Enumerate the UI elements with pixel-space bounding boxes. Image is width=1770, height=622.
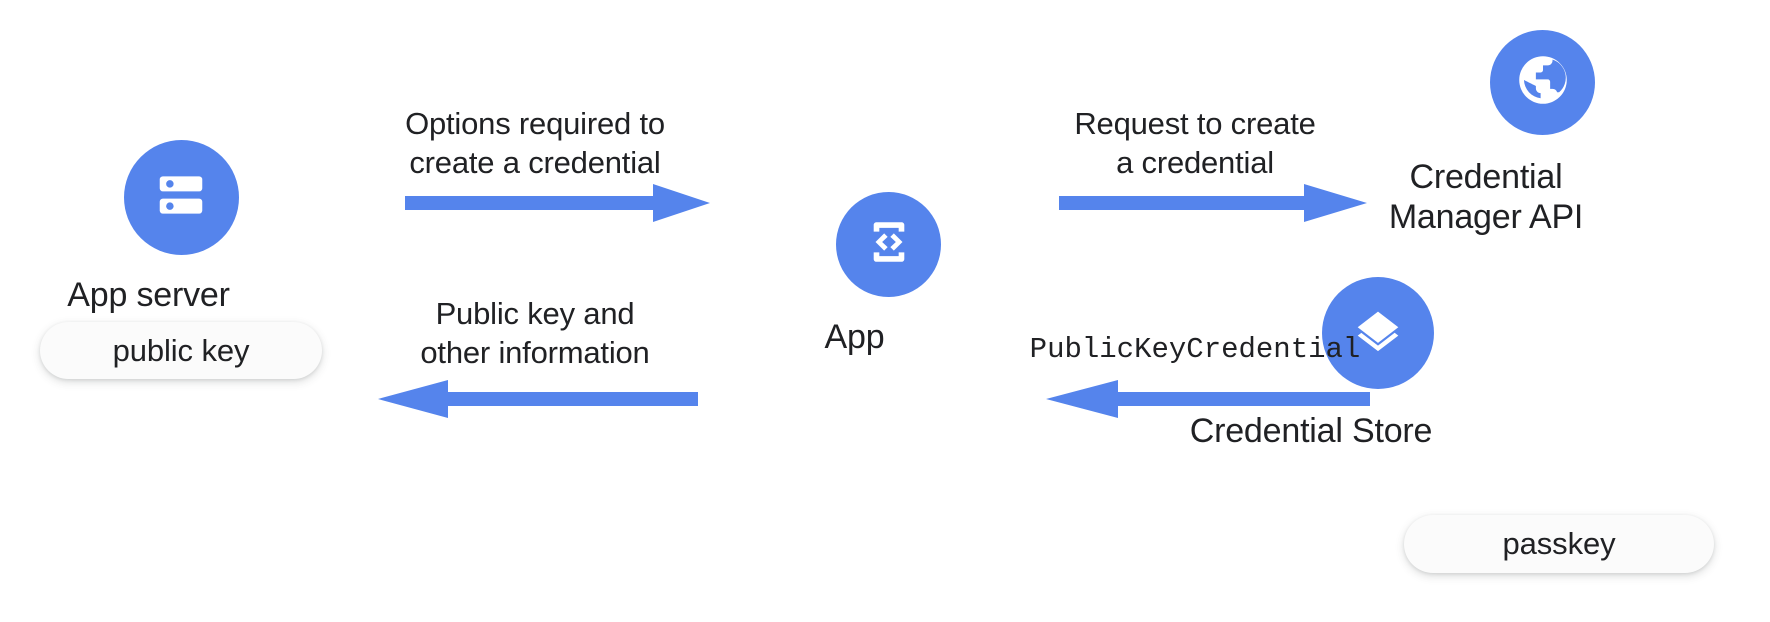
arrow-label-options-required: Options required to create a credential xyxy=(405,106,665,180)
credential-manager-api-icon-circle xyxy=(1490,30,1595,135)
chip-public-key: public key xyxy=(40,322,322,379)
arrow-options-required xyxy=(405,182,710,224)
credential-manager-api-label: Credential Manager API xyxy=(1388,158,1584,237)
credential-store-icon-circle xyxy=(1322,277,1434,389)
app-server-icon-circle xyxy=(123,140,239,255)
chip-public-key-label: public key xyxy=(112,332,250,368)
credential-store-label: Credential Store xyxy=(1189,412,1433,450)
arrow-request-to-create xyxy=(1059,182,1367,224)
arrow-label-public-key-credential: PublicKeyCredential xyxy=(1029,333,1361,366)
app-icon-circle xyxy=(836,192,941,297)
device-code-icon xyxy=(862,215,916,274)
chip-passkey-label: passkey xyxy=(1502,526,1616,561)
globe-icon xyxy=(1512,49,1574,116)
app-server-label: App server xyxy=(67,276,230,314)
node-credential-store: Credential Store xyxy=(1190,277,1434,451)
app-label: App xyxy=(824,318,885,356)
node-credential-manager-api: Credential Manager API xyxy=(1389,30,1595,237)
arrow-public-key-and-other-information xyxy=(378,378,698,420)
layers-icon xyxy=(1349,302,1407,365)
arrow-label-request-to-create: Request to create a credential xyxy=(1074,106,1316,180)
arrow-public-key-credential xyxy=(1046,378,1370,420)
node-app-server: App server xyxy=(67,140,256,315)
arrow-label-public-key-and-other-information: Public key and other information xyxy=(420,296,650,370)
server-icon xyxy=(152,166,210,229)
node-app: App xyxy=(825,192,941,357)
chip-passkey: passkey xyxy=(1404,515,1714,573)
